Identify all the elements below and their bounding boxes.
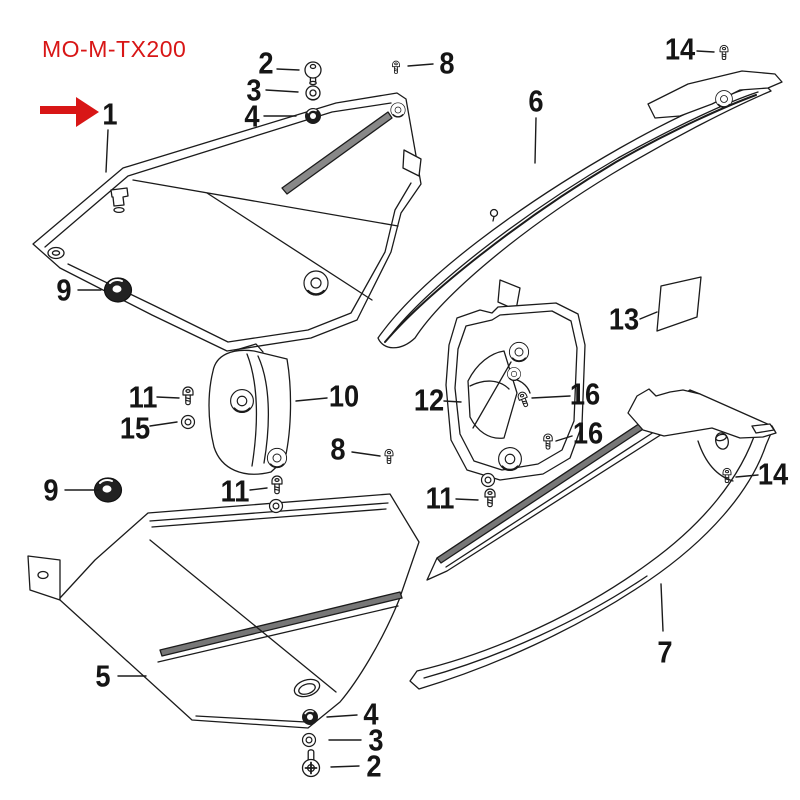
callout-1: 1 (102, 96, 118, 132)
screw-14-top (719, 44, 729, 61)
washer-3-top (305, 85, 321, 101)
callout-11-mid: 11 (220, 473, 250, 509)
callout-16-upper: 16 (569, 376, 601, 412)
washer-3-bottom (301, 732, 317, 748)
callout-11-right: 11 (425, 480, 455, 516)
washer-11-mid (268, 498, 284, 514)
callout-15: 15 (119, 410, 151, 446)
callout-4-top: 4 (244, 98, 260, 134)
grommet-part-7 (713, 430, 731, 452)
part-7-lower-right-cover (409, 388, 777, 690)
part-6-upper-right-cover (377, 70, 783, 349)
callout-2-top: 2 (258, 45, 274, 81)
washer-15 (180, 414, 196, 430)
callout-4-bottom: 4 (363, 696, 379, 732)
screw-11-a (182, 386, 194, 406)
hardware (93, 44, 732, 778)
callout-12: 12 (413, 382, 445, 418)
grommet-4-bottom (301, 708, 319, 726)
callout-7: 7 (657, 634, 673, 670)
grommet-9-upper (103, 277, 133, 303)
callout-6: 6 (528, 83, 544, 119)
callout-13: 13 (608, 301, 640, 337)
part-10-bracket (208, 343, 292, 475)
callout-3-bottom: 3 (368, 722, 384, 758)
callout-10: 10 (328, 378, 360, 414)
callout-5: 5 (95, 658, 111, 694)
part-12-inner-panel (445, 302, 586, 481)
callout-14-right: 14 (757, 456, 789, 492)
part-1-upper-left-cover (32, 92, 422, 352)
callout-16-lower: 16 (572, 415, 604, 451)
part-1-peg (110, 187, 129, 214)
washer-11-right (480, 472, 496, 488)
grommet-4-top (304, 107, 322, 125)
part-5-lower-left-cover (27, 493, 420, 729)
red-arrow-icon (40, 97, 99, 127)
screw-8-mid (384, 448, 394, 465)
screw-11-right (484, 488, 496, 508)
screw-2-bottom (301, 749, 321, 778)
screw-2-top (304, 61, 322, 86)
callout-9-lower: 9 (43, 472, 59, 508)
callout-3-top: 3 (246, 72, 262, 108)
callout-11-a: 11 (128, 379, 158, 415)
callout-9-upper: 9 (56, 272, 72, 308)
callout-8-mid: 8 (330, 431, 346, 467)
callout-14-top: 14 (664, 31, 696, 67)
diagram-code: MO-M-TX200 (42, 36, 187, 62)
callout-8-top: 8 (439, 45, 455, 81)
callout-2-bottom: 2 (366, 748, 382, 784)
screw-8-top (392, 60, 400, 74)
screw-11-mid (271, 475, 283, 495)
part-13-sticker (656, 276, 702, 332)
leader-lines (64, 50, 759, 768)
